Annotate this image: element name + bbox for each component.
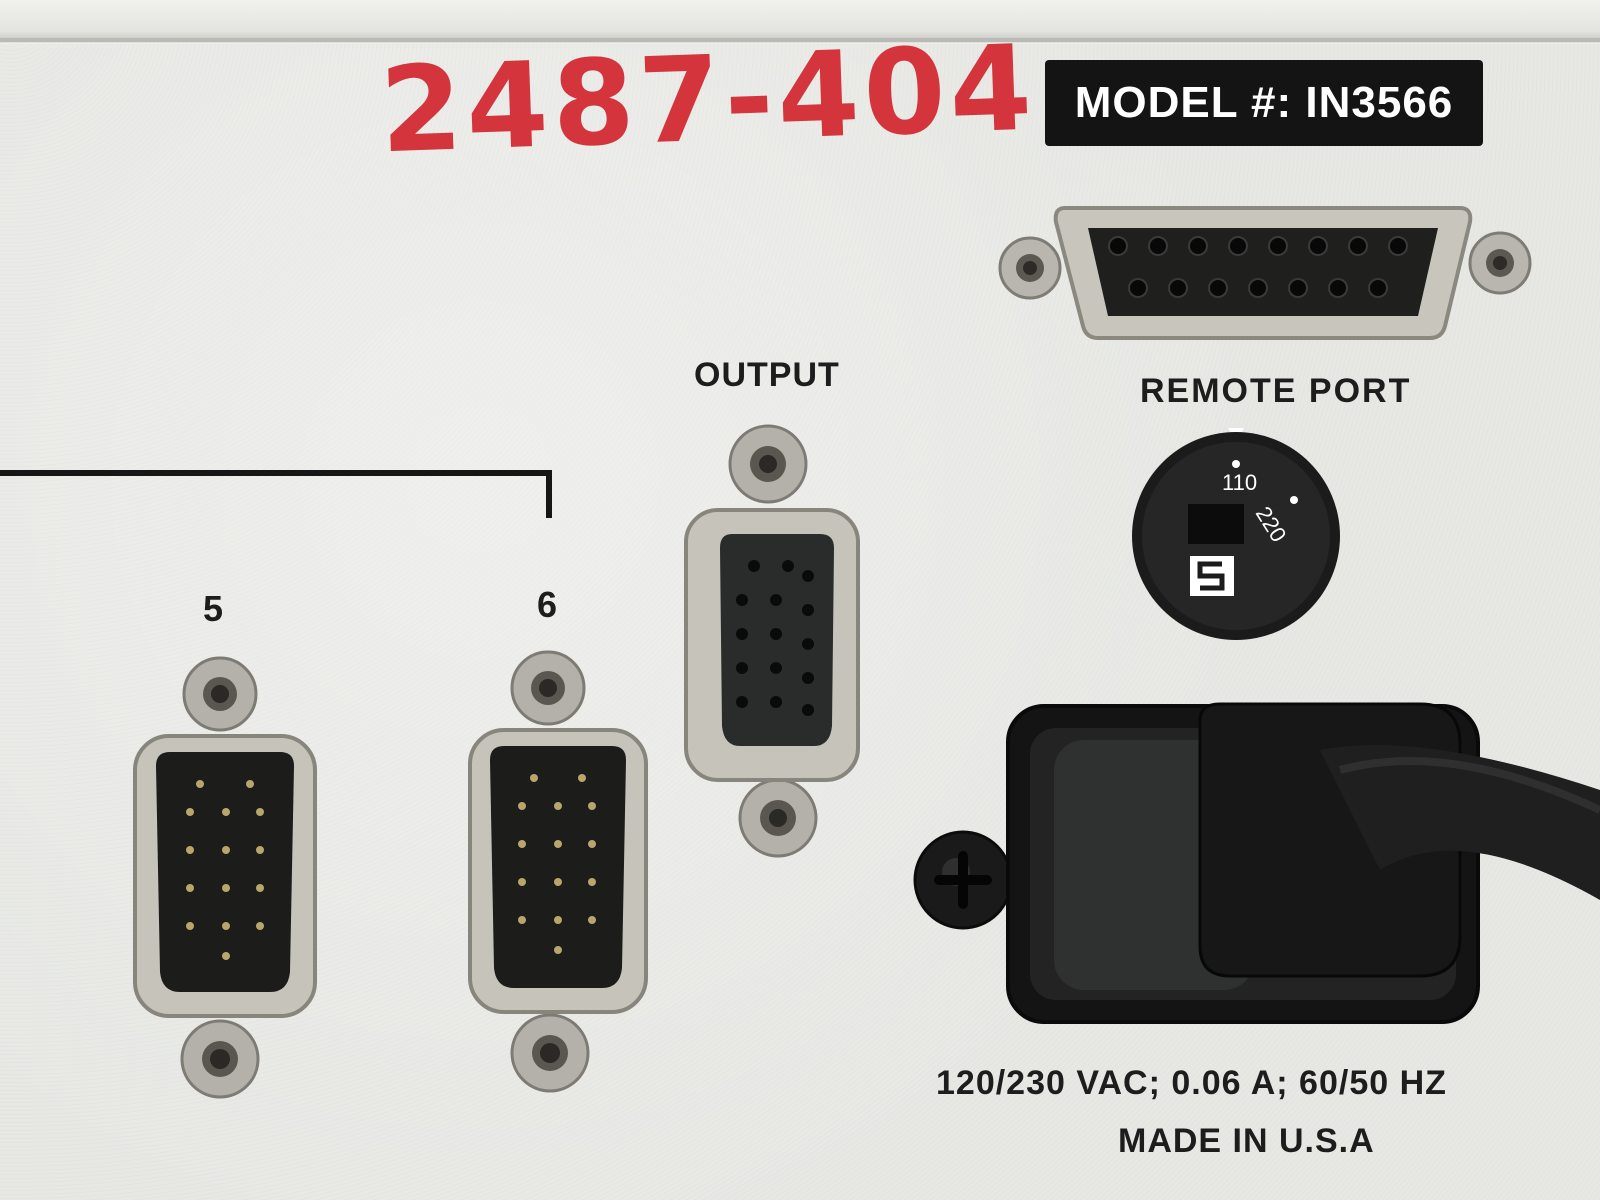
phillips-screw-icon: [913, 830, 1013, 930]
power-cord-icon[interactable]: [1000, 700, 1600, 1040]
selector-slot: [1188, 504, 1244, 544]
electrical-rating: 120/230 VAC; 0.06 A; 60/50 HZ: [936, 1064, 1447, 1102]
port-group-bracket: [0, 470, 552, 518]
output-label: OUTPUT: [694, 356, 840, 394]
port-5-screw-bottom: [180, 1019, 260, 1099]
remote-port-connector[interactable]: [990, 198, 1550, 353]
port-6-label: 6: [537, 584, 558, 625]
remote-port-screw-left: [998, 236, 1062, 300]
output-screw-top: [728, 424, 808, 504]
remote-port-label: REMOTE PORT: [1140, 372, 1412, 410]
output-screw-bottom: [738, 778, 818, 858]
port-5-label: 5: [203, 588, 224, 629]
selector-option-110: 110: [1222, 470, 1258, 495]
voltage-selector[interactable]: [1128, 428, 1348, 648]
remote-port-screw-right: [1468, 231, 1532, 295]
port-6-connector[interactable]: [466, 650, 656, 1105]
selector-logo-icon: [1190, 556, 1234, 596]
chassis-top-seam: [0, 0, 1600, 44]
model-label: MODEL #: IN3566: [1045, 60, 1483, 146]
handwritten-marking: 2487-404: [377, 18, 1038, 180]
port-6-screw-bottom: [510, 1013, 590, 1093]
port-5-connector[interactable]: [130, 654, 320, 1109]
output-connector[interactable]: [684, 420, 864, 870]
port-6-screw-top: [510, 650, 586, 726]
made-in-label: MADE IN U.S.A: [1118, 1122, 1375, 1160]
port-5-screw-top: [182, 656, 258, 732]
